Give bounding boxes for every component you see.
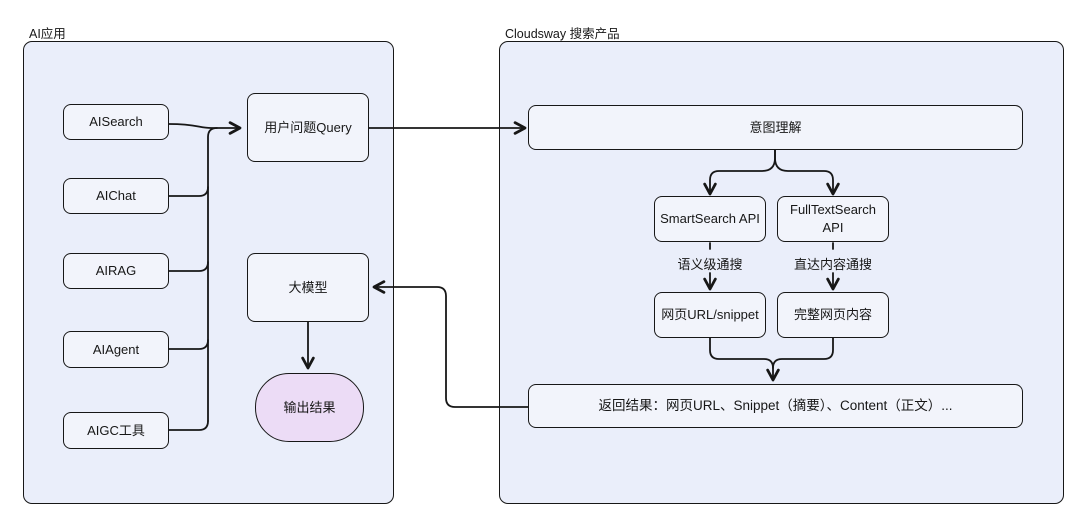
edge-aichat-to-trunk [168, 186, 209, 197]
edge-label-direct-content-search: 直达内容通搜 [793, 257, 873, 272]
node-aisearch: AISearch [63, 104, 169, 140]
node-user-query: 用户问题Query [247, 93, 369, 162]
node-aiagent: AIAgent [63, 331, 169, 368]
node-output-result: 输出结果 [255, 373, 364, 442]
node-airag: AIRAG [63, 253, 169, 289]
node-fulltextsearch-api: FullTextSearch API [777, 196, 889, 242]
node-web-url-snippet: 网页URL/snippet [654, 292, 766, 338]
group-ai-apps-label: AI应用 [29, 27, 66, 41]
edge-intent-to-fulltext [774, 149, 840, 196]
edge-fullcontent-to-result [772, 337, 834, 369]
node-llm: 大模型 [247, 253, 369, 322]
edge-urlsnippet-to-result [709, 337, 780, 382]
edge-airag-to-trunk [168, 261, 209, 272]
node-full-web-content: 完整网页内容 [777, 292, 889, 338]
group-cloudsway-label: Cloudsway 搜索产品 [505, 27, 620, 41]
node-smartsearch-api: SmartSearch API [654, 196, 766, 242]
edge-intent-to-smartsearch [703, 149, 776, 196]
edge-label-semantic-search: 语义级通搜 [677, 257, 743, 272]
node-intent-understanding: 意图理解 [528, 105, 1023, 150]
edge-trunk-left-apps [207, 127, 218, 422]
node-aichat: AIChat [63, 178, 169, 214]
edge-aiagent-to-trunk [168, 339, 209, 350]
edge-aisearch-to-query [168, 121, 242, 135]
node-aigc-tools: AIGC工具 [63, 412, 169, 449]
edge-aigc-to-trunk [168, 420, 209, 431]
edge-result-to-llm [372, 280, 529, 408]
node-return-result: 返回结果：网页URL、Snippet（摘要）、Content（正文）... [528, 384, 1023, 428]
